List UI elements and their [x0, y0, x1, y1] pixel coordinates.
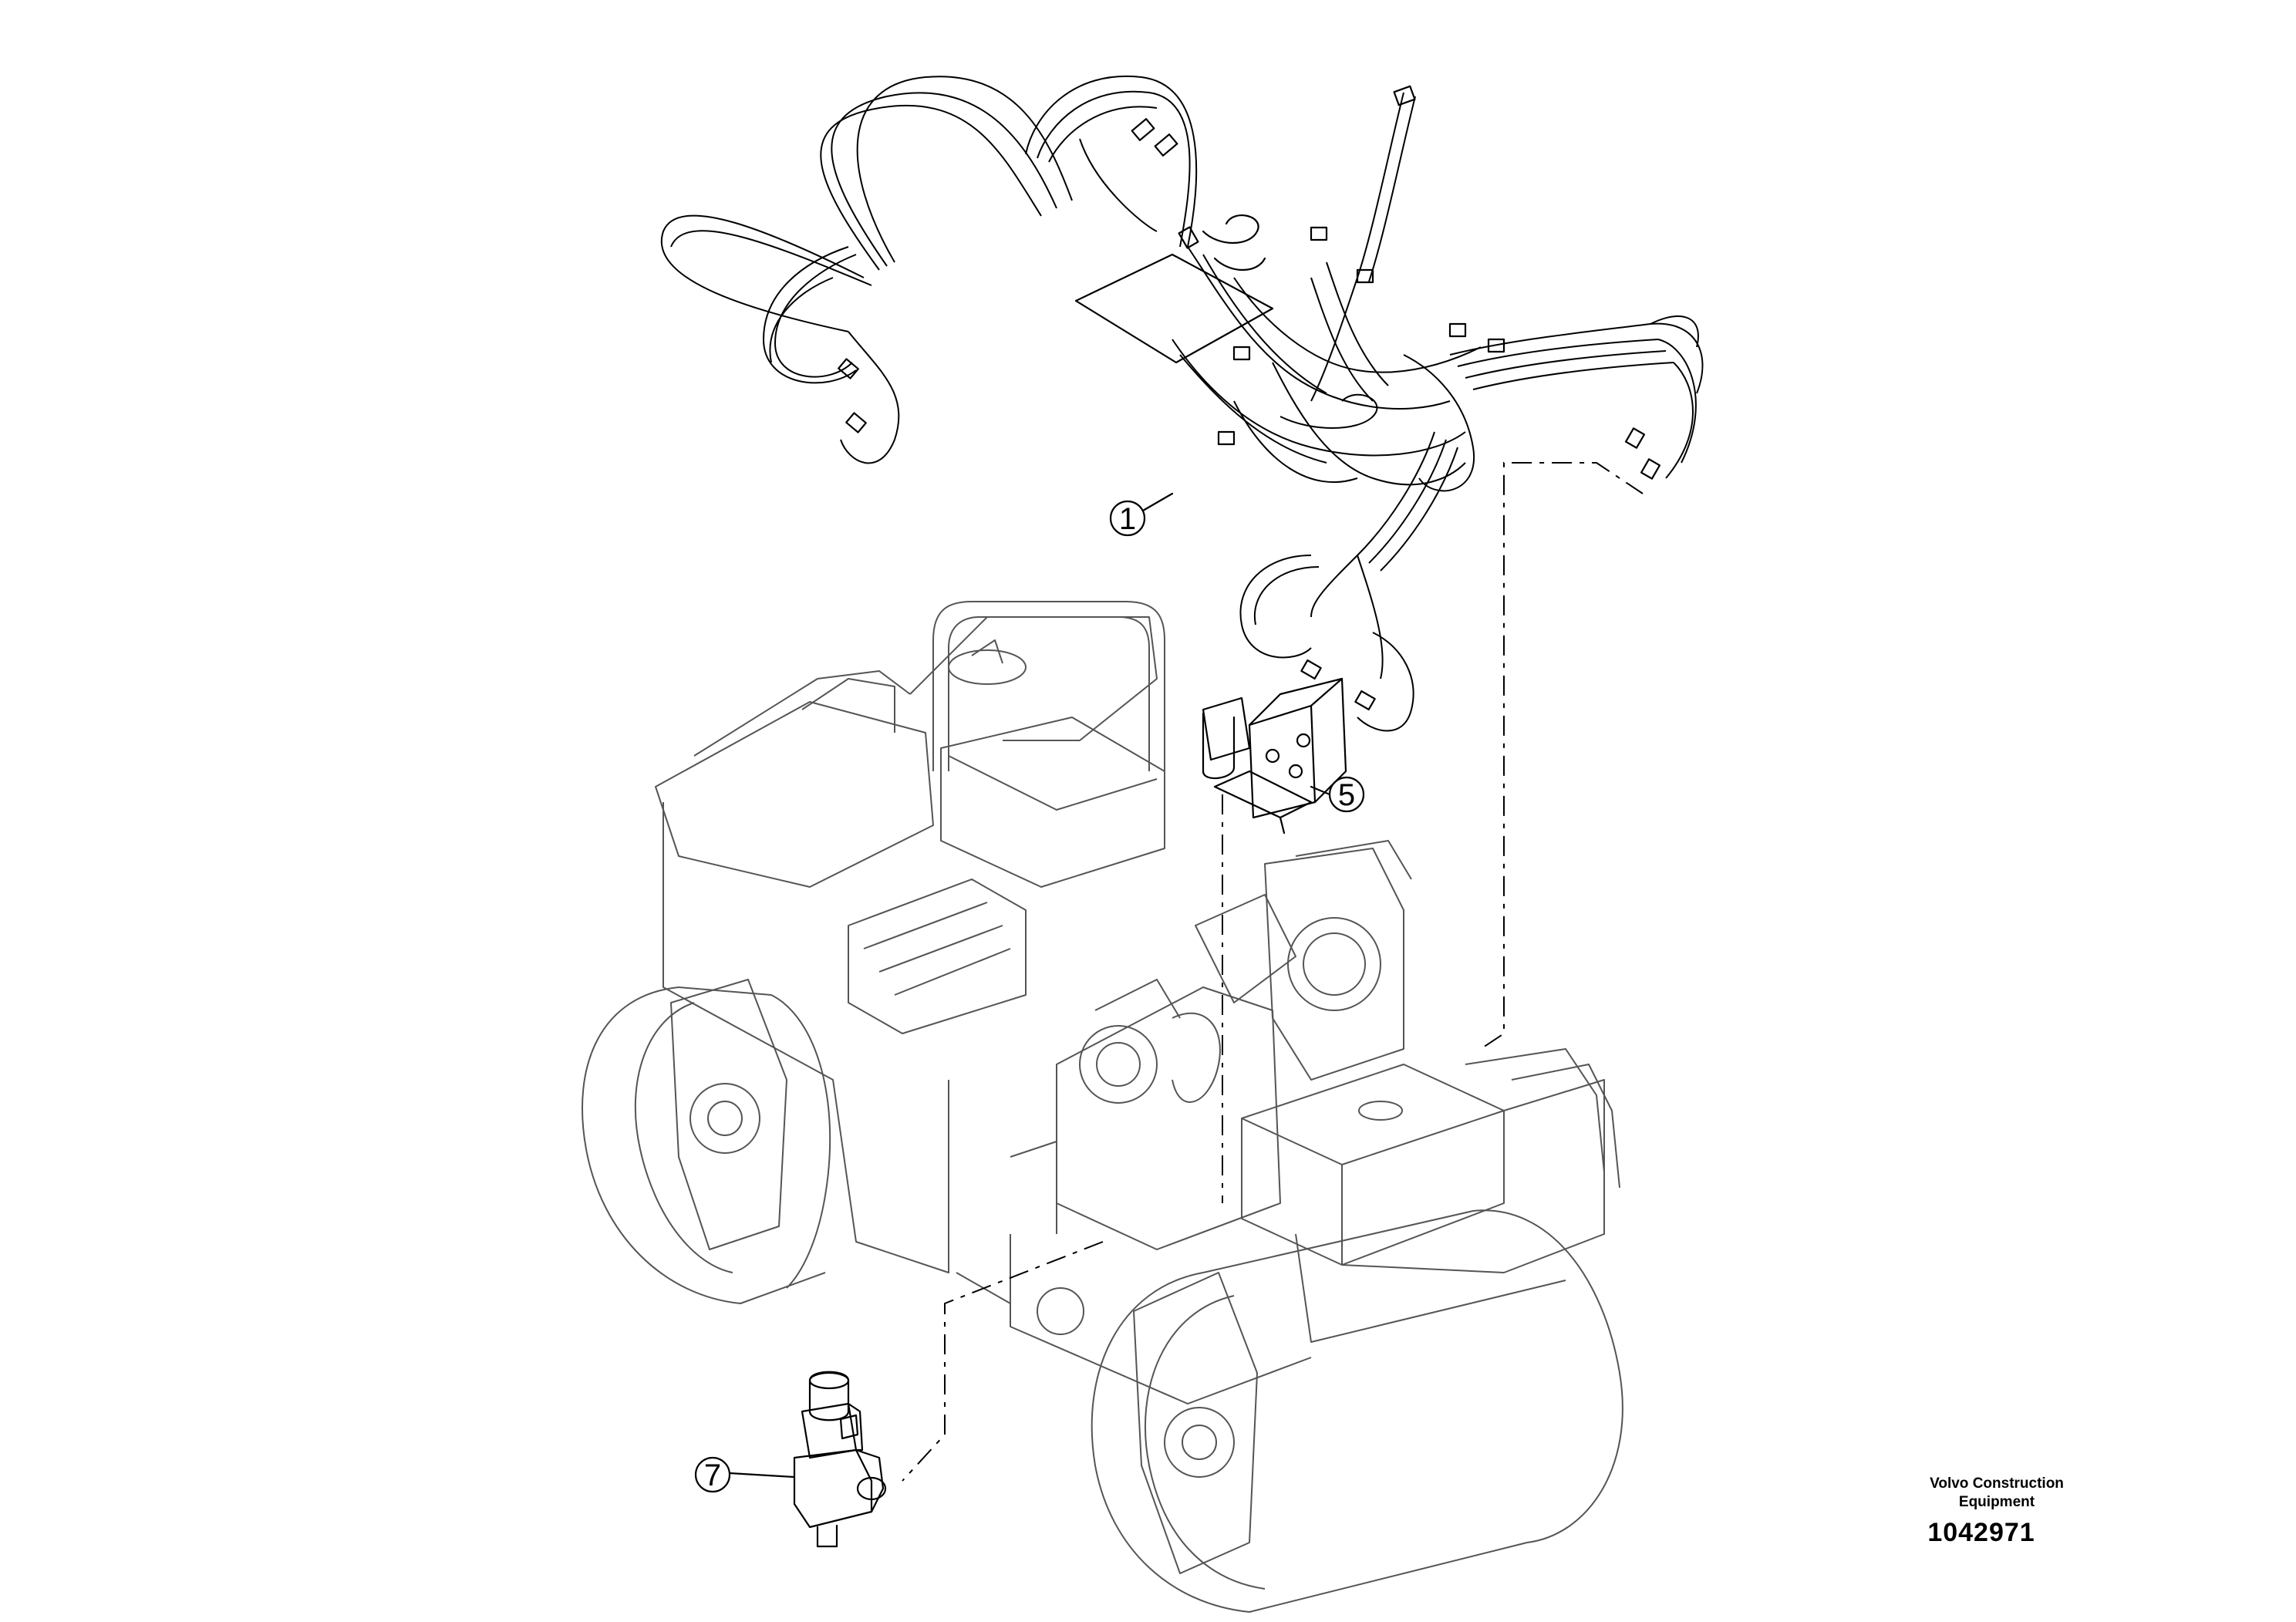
leader-line-7	[902, 1241, 1104, 1482]
valve-block	[1202, 677, 1347, 835]
callout-1-label: 1	[1119, 502, 1136, 536]
leader-line-1	[1480, 462, 1644, 1050]
brand-line-1: Volvo Construction	[1930, 1475, 2064, 1492]
brand-line-2: Equipment	[1958, 1494, 2035, 1510]
callout-5: 5	[1310, 776, 1365, 813]
callout-5-label: 5	[1338, 778, 1355, 812]
callout-1: 1	[1109, 492, 1174, 537]
brand-label: Volvo Construction Equipment	[1881, 1475, 2112, 1512]
callout-7-label: 7	[704, 1458, 721, 1492]
document-number: 1042971	[1927, 1518, 2035, 1547]
solenoid-valve	[793, 1371, 887, 1548]
roller-machine	[582, 601, 1623, 1613]
hose-harness	[660, 75, 1704, 732]
callout-7: 7	[694, 1456, 796, 1493]
